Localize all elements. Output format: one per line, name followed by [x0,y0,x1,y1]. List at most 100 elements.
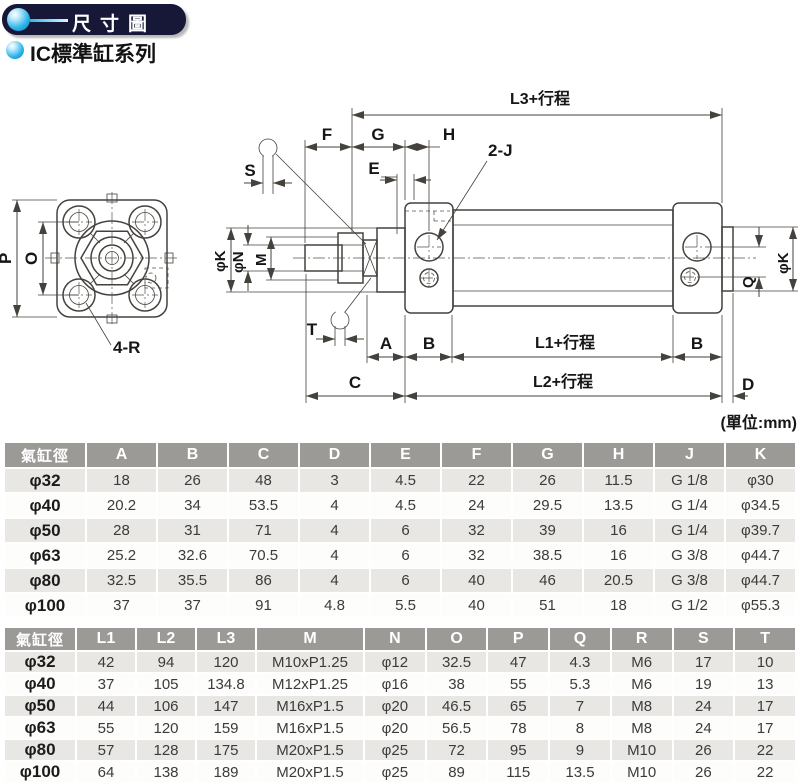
table-cell: G 1/8 [653,467,726,494]
table-cell: M16xP1.5 [255,694,365,718]
bore-cell: φ32 [3,467,87,494]
table-cell: 32 [440,542,513,569]
dim-label-e: E [368,159,379,178]
dim-label-o: O [22,252,41,265]
table-cell: 13.5 [548,760,612,784]
table-cell: φ16 [363,672,427,696]
table-cell: 34 [156,492,229,519]
table-cell: 44 [75,694,137,718]
column-header: R [609,626,674,652]
table-cell: 72 [424,738,489,762]
table-cell: φ44.7 [724,567,797,594]
table-cell: 106 [135,694,197,718]
badge-line [30,19,68,22]
section-badge-title: 尺寸圖 [72,14,157,35]
wrench-icon: T [307,277,372,346]
table-cell: 13 [733,672,797,696]
table-cell: 29.5 [511,492,584,519]
bore-cell: φ50 [3,694,77,718]
table-cell: 3 [298,467,371,494]
bullet-ball-icon [6,41,24,59]
table-cell: 17 [733,694,797,718]
table-cell: 175 [195,738,257,762]
table-cell: 48 [227,467,300,494]
dim-label-g: G [371,125,384,144]
table-cell: 25.2 [85,542,158,569]
table-cell: M12xP1.25 [255,672,365,696]
table-cell: 6 [369,517,442,544]
table-cell: 24 [671,716,736,740]
table-cell: 20.2 [85,492,158,519]
table-cell: 42 [75,650,137,674]
table-cell: 16 [582,517,655,544]
table-cell: 94 [135,650,197,674]
dim-label-f: F [322,125,332,144]
table-cell: 57 [75,738,137,762]
dim-label-l1: L1+行程 [535,333,595,352]
table-cell: 32 [440,517,513,544]
column-header: M [255,626,365,652]
bore-cell: φ100 [3,760,77,784]
table-cell: 134.8 [195,672,257,696]
table-cell: 26 [671,738,736,762]
dim-label-a: A [380,334,392,353]
column-header: G [511,441,584,469]
table-cell: 4.3 [548,650,612,674]
column-header: C [227,441,300,469]
table-cell: 89 [424,760,489,784]
column-header: T [733,626,797,652]
bore-cell: φ100 [3,592,87,619]
table-cell: φ25 [363,738,427,762]
dim-label-t: T [307,320,318,339]
table-cell: 38 [424,672,489,696]
dim-label-b-front: B [423,334,435,353]
table-cell: 4 [298,542,371,569]
dim-label-h: H [443,125,455,144]
table-cell: 13.5 [582,492,655,519]
wrench-icon: S [244,138,367,245]
table-cell: G 1/2 [653,592,726,619]
table-cell: M20xP1.5 [255,738,365,762]
table-cell: 53.5 [227,492,300,519]
dim-label-c: C [349,373,361,392]
table-cell: 10 [733,650,797,674]
table-cell: 105 [135,672,197,696]
column-header: O [424,626,489,652]
column-header: K [724,441,797,469]
dim-label-b-rear: B [691,334,703,353]
column-header: N [363,626,427,652]
table-cell: 40 [440,567,513,594]
table-cell: 4 [298,517,371,544]
table-cell: 51 [511,592,584,619]
column-header: P [486,626,551,652]
right-dimensions: Q φK [699,226,798,297]
column-header: L2 [135,626,197,652]
table-cell: φ55.3 [724,592,797,619]
table-cell: 39 [511,517,584,544]
bottom-dimensions: A B L1+行程 B C L2+行程 D [305,274,754,403]
table-cell: 46.5 [424,694,489,718]
dim-label-4r: 4-R [113,338,140,357]
table-cell: 37 [85,592,158,619]
table-cell: 5.5 [369,592,442,619]
table-cell: 24 [440,492,513,519]
dimension-diagram: P O 4-R [0,89,798,432]
column-header: F [440,441,513,469]
table-cell: 20.5 [582,567,655,594]
table-cell: 55 [486,672,551,696]
table-cell: 31 [156,517,229,544]
front-view: P O 4-R [0,192,179,357]
column-header: Q [548,626,612,652]
table-cell: 24 [671,694,736,718]
table-cell: 22 [733,760,797,784]
column-header: L3 [195,626,257,652]
table-cell: 4.5 [369,467,442,494]
